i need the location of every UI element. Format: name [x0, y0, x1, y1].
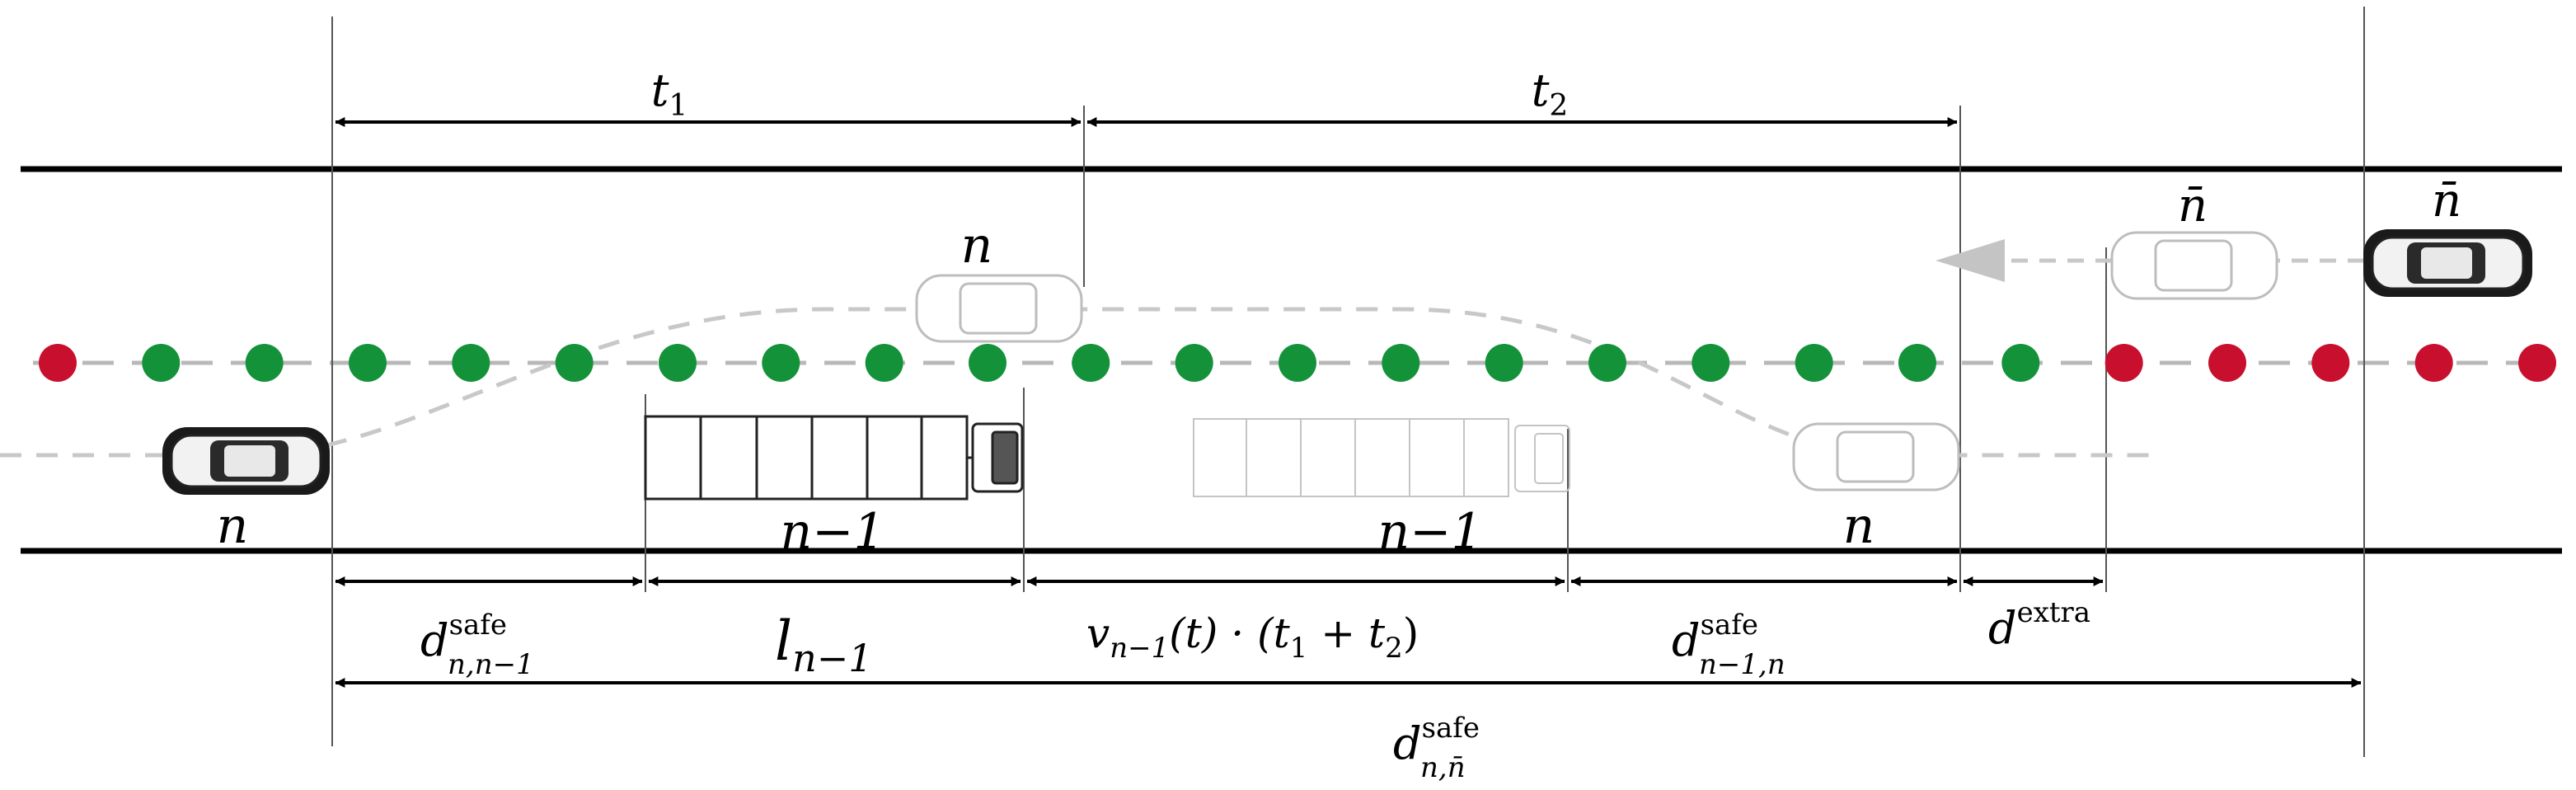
label-d-extra: dextra [1988, 596, 2090, 654]
red-position-dot [2104, 344, 2143, 382]
label-car-n-ghost-merged: n [1843, 497, 1875, 555]
label-car-n-current: n [217, 497, 249, 555]
oncoming-direction-arrow [1936, 239, 2005, 282]
label-truck-n-minus-1: n−1 [780, 503, 884, 561]
label-car-n-ghost-overtaking: n [961, 217, 993, 275]
position-dots [39, 344, 2556, 382]
car-n-ghost-overtaking [915, 274, 1083, 343]
green-position-dot [659, 344, 697, 382]
label-ghost-truck: n−1 [1377, 503, 1482, 561]
red-position-dot [2208, 344, 2246, 382]
green-position-dot [1692, 344, 1730, 382]
label-car-nbar-ghost: n̄ [2178, 179, 2208, 233]
red-position-dot [2311, 344, 2350, 382]
label-l-nm1: ln−1 [775, 609, 873, 680]
red-position-dot [39, 344, 77, 382]
green-position-dot [349, 344, 387, 382]
green-position-dot [142, 344, 181, 382]
overtaking-path [0, 307, 2151, 458]
car-n-ghost-merged [1792, 422, 1960, 491]
green-position-dot [1898, 344, 1936, 382]
label-t2: t2 [1532, 64, 1569, 123]
green-position-dot [1485, 344, 1523, 382]
car-nbar-ghost [2110, 231, 2278, 300]
green-position-dot [762, 344, 800, 382]
green-position-dot [865, 344, 903, 382]
green-position-dot [969, 344, 1006, 382]
green-position-dot [245, 344, 284, 382]
green-position-dot [555, 344, 594, 382]
dimension-arrows [335, 117, 2362, 688]
label-v-term: vn−1(t) · (t1 + t2) [1086, 609, 1419, 665]
green-position-dot [2001, 344, 2040, 382]
green-position-dot [1382, 344, 1420, 382]
green-position-dot [1279, 344, 1316, 382]
truck-n-minus-1 [644, 415, 1024, 501]
label-car-nbar-oncoming: n̄ [2432, 174, 2461, 228]
car-n-current [162, 427, 330, 495]
green-position-dot [1175, 344, 1213, 382]
red-position-dot [2414, 344, 2453, 382]
green-position-dot [1588, 344, 1626, 382]
label-t1: t1 [651, 64, 688, 123]
red-position-dot [2518, 344, 2556, 382]
green-position-dot [1795, 344, 1833, 382]
green-position-dot [1072, 344, 1110, 382]
car-nbar-oncoming [2363, 229, 2532, 297]
ghost-truck [1193, 418, 1570, 497]
green-position-dot [452, 344, 490, 382]
